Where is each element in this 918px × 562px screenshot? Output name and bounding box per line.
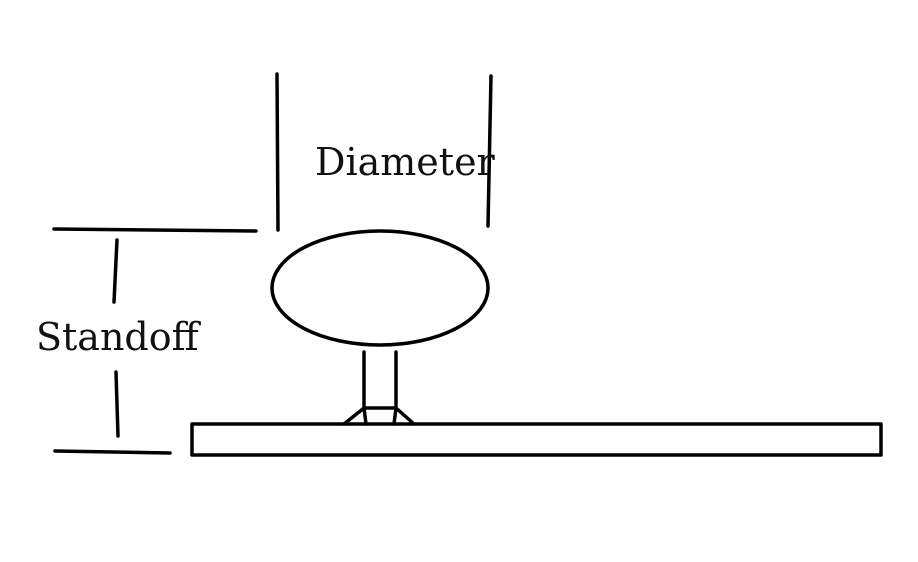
standoff-lower-tick <box>114 370 120 438</box>
diameter-left-line <box>275 72 280 232</box>
ball <box>270 229 490 347</box>
standoff-upper-tick <box>112 238 119 304</box>
diameter-right-line <box>486 74 493 228</box>
base-plate <box>190 422 883 457</box>
standoff-top-line <box>52 227 258 233</box>
post-fillet <box>342 406 416 426</box>
standoff-bottom-line <box>53 449 172 455</box>
standoff-label: Standoff <box>36 315 202 359</box>
diameter-label: Diameter <box>315 140 496 184</box>
